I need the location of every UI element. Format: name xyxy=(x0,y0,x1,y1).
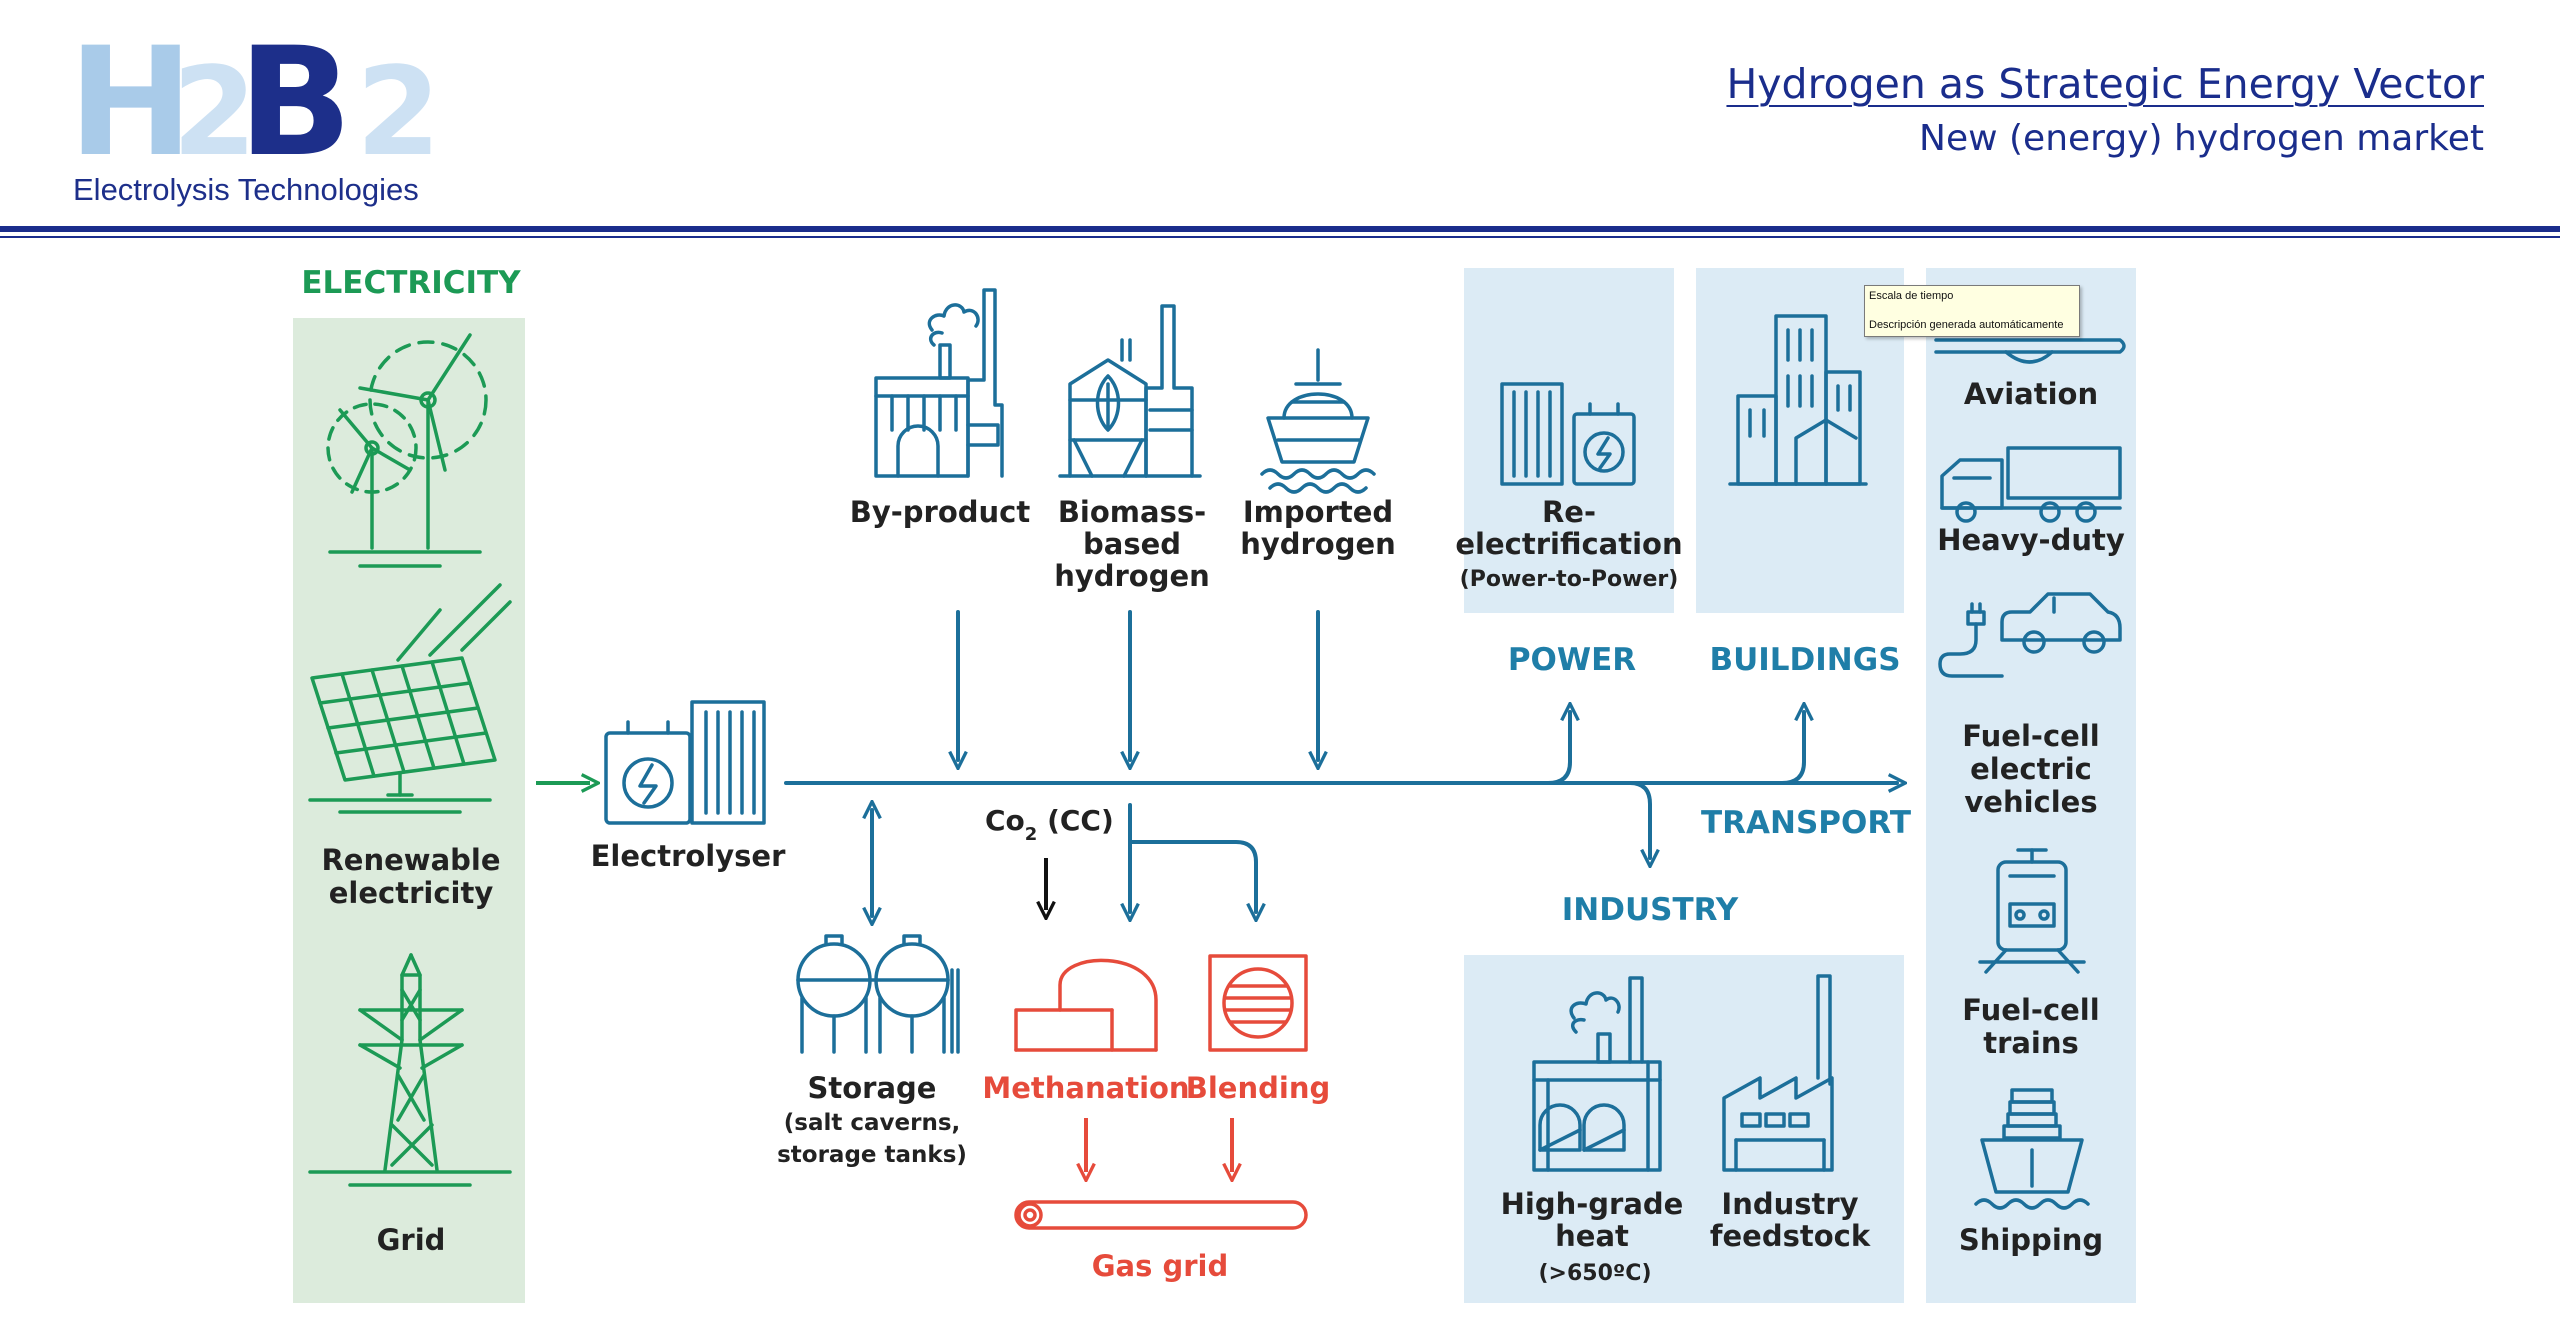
logo-h: H xyxy=(68,26,180,190)
imported-hydrogen-label-2: hydrogen xyxy=(1240,527,1396,561)
aviation-label: Aviation xyxy=(1964,377,2098,411)
storage-detail-2: storage tanks) xyxy=(777,1142,967,1168)
transmission-tower-icon xyxy=(308,953,512,1187)
renewable-electricity-label-2: electricity xyxy=(329,876,494,910)
reelectrification-label-1: Re- xyxy=(1542,495,1596,529)
storage-tanks-icon xyxy=(796,934,960,1054)
industry-feedstock-label-2: feedstock xyxy=(1710,1219,1871,1253)
train-icon xyxy=(1978,848,2086,974)
blending-label: Blending xyxy=(1186,1071,1330,1105)
fuel-cell-trains-label-2: trains xyxy=(1983,1026,2079,1060)
power-branch-arrow xyxy=(1546,712,1570,785)
high-grade-heat-icon xyxy=(1532,976,1662,1172)
fcev-label-1: Fuel-cell xyxy=(1962,719,2099,753)
cargo-ship-icon xyxy=(1974,1088,2090,1210)
tooltip-line-1: Escala de tiempo xyxy=(1869,290,1954,302)
shipping-label: Shipping xyxy=(1959,1223,2103,1257)
transport-panel xyxy=(1926,268,2136,1303)
high-grade-heat-label-1: High-grade xyxy=(1501,1187,1684,1221)
buildings-branch-arrow xyxy=(1780,712,1804,785)
storage-detail-1: (salt caverns, xyxy=(784,1110,961,1136)
heavy-duty-label: Heavy-duty xyxy=(1937,523,2125,557)
page-title: Hydrogen as Strategic Energy Vector xyxy=(1726,60,2484,108)
power-panel xyxy=(1464,268,1674,613)
blending-icon xyxy=(1208,954,1308,1052)
gas-grid-label: Gas grid xyxy=(1092,1249,1229,1283)
electrolyser-label: Electrolyser xyxy=(591,839,786,873)
byproduct-label: By-product xyxy=(850,495,1031,529)
biomass-label-3: hydrogen xyxy=(1054,559,1210,593)
image-alt-tooltip: Escala de tiempo Descripción generada au… xyxy=(1864,285,2080,337)
page-subtitle: New (energy) hydrogen market xyxy=(1919,118,2484,159)
gas-pipe-icon xyxy=(1014,1200,1308,1230)
fuel-cell-car-icon xyxy=(1938,592,2122,678)
header-rule-thin xyxy=(0,236,2560,238)
renewable-electricity-label-1: Renewable xyxy=(321,843,500,877)
imported-hydrogen-label-1: Imported xyxy=(1243,495,1393,529)
fuel-cell-trains-label-1: Fuel-cell xyxy=(1962,993,2099,1027)
electricity-section-title: ELECTRICITY xyxy=(301,265,521,301)
tooltip-line-2: Descripción generada automáticamente xyxy=(1869,319,2064,331)
transport-section-title: TRANSPORT xyxy=(1701,805,1911,841)
reelectrification-label-3: (Power-to-Power) xyxy=(1460,567,1679,592)
reelectrification-label-2: electrification xyxy=(1455,527,1682,561)
truck-icon xyxy=(1940,446,2122,523)
power-section-title: POWER xyxy=(1508,642,1636,678)
logo-subtitle: Electrolysis Technologies xyxy=(73,172,419,207)
header-rule-thick xyxy=(0,226,2560,232)
high-grade-heat-label-3: (>650ºC) xyxy=(1538,1261,1651,1286)
airplane-icon xyxy=(1934,338,2126,364)
logo-b: B xyxy=(238,26,352,190)
industry-feedstock-icon xyxy=(1722,974,1834,1172)
wind-turbine-icon xyxy=(326,333,488,568)
high-grade-heat-label-2: heat xyxy=(1555,1219,1629,1253)
logo-2b: 2 xyxy=(356,41,441,183)
methanation-plant-icon xyxy=(1014,958,1158,1052)
co2-label: Co2 (CC) xyxy=(985,804,1114,845)
industry-feedstock-label-1: Industry xyxy=(1721,1187,1858,1221)
grid-label: Grid xyxy=(377,1223,446,1257)
fcev-label-3: vehicles xyxy=(1964,785,2097,819)
fcev-label-2: electric xyxy=(1970,752,2092,786)
biomass-label-2: based xyxy=(1083,527,1181,561)
h2b2-logo: H 2 B 2 xyxy=(68,26,441,190)
buildings-icon xyxy=(1728,314,1868,486)
solar-panel-icon xyxy=(308,583,512,814)
factory-byproduct-icon xyxy=(874,288,1004,478)
industry-section-title: INDUSTRY xyxy=(1562,892,1739,928)
blending-feed-arrow xyxy=(1128,840,1256,912)
buildings-section-title: BUILDINGS xyxy=(1709,642,1900,678)
power-plant-icon xyxy=(1500,382,1636,486)
biomass-label-1: Biomass- xyxy=(1058,495,1206,529)
ship-imported-icon xyxy=(1260,348,1376,494)
industry-branch-arrow xyxy=(1628,781,1650,858)
biomass-plant-icon xyxy=(1058,304,1202,478)
storage-title: Storage xyxy=(808,1071,937,1105)
logo-2a: 2 xyxy=(172,41,257,183)
electrolyser-icon xyxy=(604,700,766,825)
methanation-label: Methanation xyxy=(982,1071,1189,1105)
